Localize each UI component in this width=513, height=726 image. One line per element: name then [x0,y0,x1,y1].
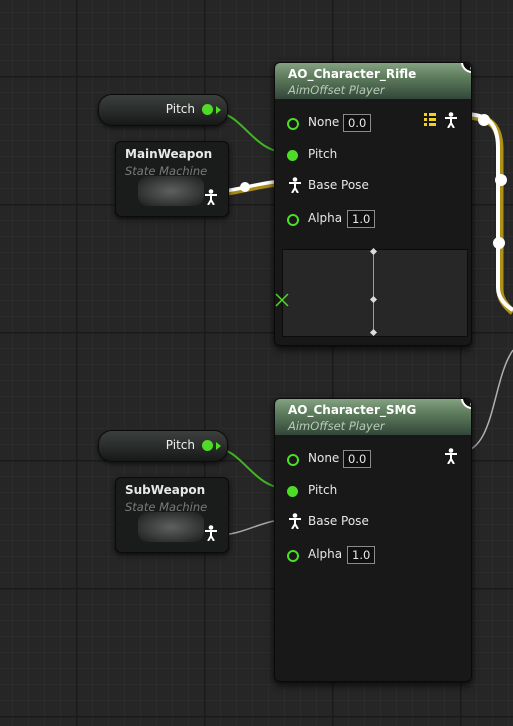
none-value-input[interactable]: 0.0 [343,114,372,132]
node-subtitle: State Machine [125,164,208,178]
pin-label: Pitch [308,147,338,161]
float-pin-icon[interactable] [287,214,299,226]
node-title: AO_Character_SMG [288,403,417,417]
float-pin-icon[interactable] [287,550,299,562]
pin-label: Alpha [308,211,343,225]
pin-label: Base Pose [308,178,369,192]
pin-label: Pitch [308,483,338,497]
node-subtitle: AimOffset Player [288,83,385,97]
sub-weapon-state-machine-node[interactable]: SubWeapon State Machine [115,477,229,553]
pin-row-pitch[interactable]: Pitch [287,481,407,501]
main-weapon-state-machine-node[interactable]: MainWeapon State Machine [115,141,229,217]
none-value-input[interactable]: 0.0 [343,450,372,468]
node-title: AO_Character_Rifle [288,67,417,81]
state-machine-preview [138,512,204,542]
node-header: AO_Character_SMG AimOffset Player [275,399,471,435]
node-title: MainWeapon [125,147,213,161]
blend-sample-point[interactable] [369,247,378,256]
pin-row-none[interactable]: None 0.0 [287,449,407,469]
pin-arrow-icon [216,442,221,450]
lightning-icon [461,399,471,409]
node-header: AO_Character_Rifle AimOffset Player [275,63,471,99]
pose-output-icon[interactable] [204,189,218,205]
pin-row-base-pose[interactable]: Base Pose [287,512,407,532]
float-pin-icon[interactable] [287,454,299,466]
pin-row-alpha[interactable]: Alpha 1.0 [287,209,407,229]
pitch-variable-node-1[interactable]: Pitch [98,94,228,126]
pose-output-icon[interactable] [204,525,218,541]
pin-label: None [308,115,340,129]
node-subtitle: AimOffset Player [288,419,385,433]
output-pin-icon[interactable] [202,104,213,115]
list-icon[interactable] [424,112,436,126]
blend-space-preview[interactable] [282,247,468,337]
float-pin-icon[interactable] [287,118,299,130]
preview-cursor-x-icon [275,293,289,307]
pin-row-pitch[interactable]: Pitch [287,145,407,165]
alpha-value-input[interactable]: 1.0 [347,546,376,564]
float-pin-icon[interactable] [287,150,298,161]
pose-output-icon[interactable] [444,448,458,464]
pitch-variable-node-2[interactable]: Pitch [98,430,228,462]
float-pin-icon[interactable] [287,486,298,497]
pose-input-icon[interactable] [288,177,302,193]
lightning-icon [461,63,471,73]
pin-arrow-icon [216,106,221,114]
pose-output-icon[interactable] [444,112,458,128]
pin-label: None [308,451,340,465]
pin-label: Alpha [308,547,343,561]
aim-offset-smg-node[interactable]: AO_Character_SMG AimOffset Player None 0… [274,398,472,682]
node-title: SubWeapon [125,483,206,497]
pin-row-base-pose[interactable]: Base Pose [287,176,407,196]
pin-row-alpha[interactable]: Alpha 1.0 [287,545,407,565]
pose-input-icon[interactable] [288,513,302,529]
variable-label: Pitch [165,438,195,452]
alpha-value-input[interactable]: 1.0 [347,210,376,228]
pin-row-none[interactable]: None 0.0 [287,113,407,133]
blend-axis-line [373,252,374,332]
output-pin-icon[interactable] [202,440,213,451]
node-subtitle: State Machine [125,500,208,514]
aim-offset-rifle-node[interactable]: AO_Character_Rifle AimOffset Player None… [274,62,472,346]
state-machine-preview [138,176,204,206]
blend-sample-point[interactable] [369,328,378,337]
blend-sample-point[interactable] [369,295,378,304]
variable-label: Pitch [165,102,195,116]
pin-label: Base Pose [308,514,369,528]
